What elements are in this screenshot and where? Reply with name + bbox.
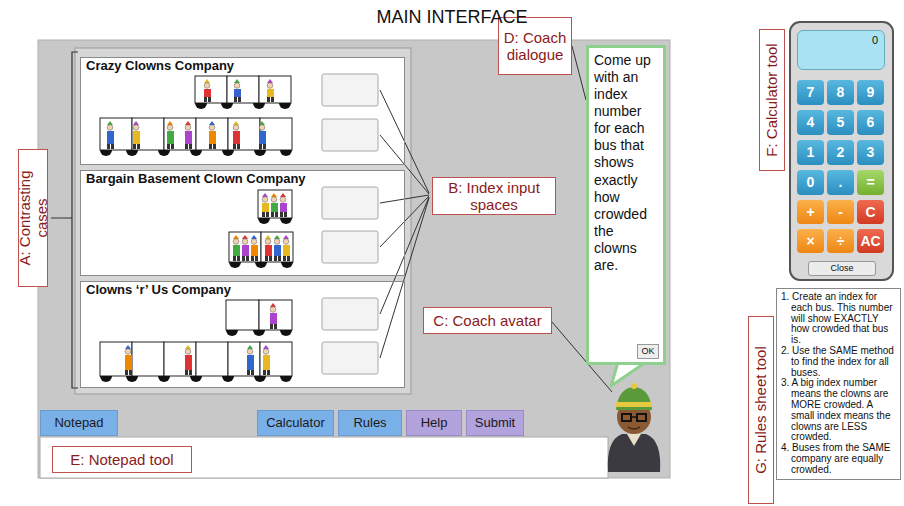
node-text: Submit	[475, 416, 515, 431]
node-text: +	[806, 204, 814, 220]
node-text: 5	[837, 114, 845, 130]
annotation-label: G: Rules sheet tool	[748, 316, 774, 504]
node-text: A: Contrasting cases	[16, 154, 51, 282]
node-text: Rules	[353, 416, 386, 431]
annotation-label: A: Contrasting cases	[18, 149, 48, 287]
node-text: AC	[860, 233, 880, 249]
calculator-key: =	[857, 170, 884, 195]
node-text: 0	[872, 34, 878, 47]
node-text: Close	[830, 263, 853, 273]
calculator-key: 3	[857, 140, 884, 165]
page-title: MAIN INTERFACE	[0, 7, 904, 28]
annotation-label: F: Calculator tool	[759, 29, 785, 171]
node-text: Crazy Clowns Company	[86, 59, 234, 74]
company-ground	[80, 281, 405, 388]
calculator-key: ×	[797, 229, 824, 253]
annotation-label: C: Coach avatar	[423, 307, 552, 334]
annotation-label: E: Notepad tool	[52, 446, 192, 473]
calculator-key: -	[827, 200, 854, 224]
tab-button: Notepad	[40, 410, 118, 436]
node-text: E: Notepad tool	[70, 451, 173, 468]
node-text: 9	[867, 84, 875, 100]
leader-lines	[380, 90, 612, 392]
main-panel	[38, 40, 670, 478]
node-text: Come up with an index number for each bu…	[594, 52, 658, 274]
node-text: C	[865, 204, 875, 220]
calculator-key: 8	[827, 80, 854, 105]
company-box: Clowns ‘r’ Us Company	[80, 281, 405, 388]
node-text: 2	[837, 144, 845, 160]
node-text: 4. Buses from the SAME company are equal…	[781, 443, 896, 475]
cases-panel	[75, 48, 411, 394]
close-button: Close	[808, 261, 876, 276]
index-input-boxes	[322, 74, 378, 374]
company-ground	[80, 170, 405, 276]
company-box: Crazy Clowns Company	[80, 57, 405, 165]
node-text: 0	[807, 174, 815, 190]
node-text: C: Coach avatar	[433, 312, 541, 329]
node-text: 3	[867, 144, 875, 160]
company-ground	[80, 57, 405, 165]
bubble-tail	[611, 362, 646, 386]
annotation-label: B: Index input spaces	[432, 177, 556, 215]
ok-button: OK	[637, 344, 659, 359]
calculator-key: AC	[857, 229, 884, 253]
node-text: 4	[807, 114, 815, 130]
bracket	[51, 52, 78, 388]
calculator-key: 2	[827, 140, 854, 165]
tool-button: Submit	[466, 410, 524, 436]
node-text: Bargain Basement Clown Company	[86, 172, 306, 187]
node-text: F: Calculator tool	[763, 43, 780, 156]
rules-sheet: 1. Create an index for each bus. This nu…	[776, 288, 901, 480]
node-text: OK	[641, 346, 654, 356]
calculator-key: +	[797, 200, 824, 224]
node-text: G: Rules sheet tool	[752, 346, 769, 474]
bus-illustrations	[100, 76, 293, 382]
calculator-display: 0	[797, 30, 885, 70]
node-text: 8	[837, 84, 845, 100]
node-text: 1	[807, 144, 815, 160]
node-text: Notepad	[54, 416, 103, 431]
node-text: Help	[421, 416, 448, 431]
node-text: B: Index input spaces	[437, 179, 551, 214]
node-text: 6	[867, 114, 875, 130]
calculator-key: 4	[797, 110, 824, 135]
tool-button: Calculator	[257, 410, 334, 436]
node-text: D: Coach dialogue	[503, 29, 567, 64]
coach-dialogue: Come up with an index number for each bu…	[586, 45, 666, 365]
node-text: ×	[806, 233, 814, 249]
node-text: =	[866, 174, 874, 190]
node-text: Clowns ‘r’ Us Company	[86, 283, 231, 298]
calculator-body	[790, 22, 893, 280]
node-text: 7	[807, 84, 815, 100]
calculator-key: C	[857, 200, 884, 224]
node-text: 2. Use the SAME method to find the index…	[781, 346, 896, 378]
coach-avatar	[608, 383, 660, 472]
calculator-key: 1	[797, 140, 824, 165]
calculator-key: .	[827, 170, 854, 195]
calculator-key: 6	[857, 110, 884, 135]
calculator-key: 5	[827, 110, 854, 135]
node-text: -	[838, 204, 843, 220]
calculator-key: 0	[797, 170, 824, 195]
node-text: 3. A big index number means the clowns a…	[781, 378, 896, 443]
calculator-key: 7	[797, 80, 824, 105]
notepad-area	[40, 437, 608, 478]
node-text: ÷	[837, 233, 845, 249]
node-text: 1. Create an index for each bus. This nu…	[781, 292, 896, 346]
calculator-key: ÷	[827, 229, 854, 253]
node-text: .	[839, 174, 843, 190]
node-text: Calculator	[266, 416, 325, 431]
tool-button: Rules	[338, 410, 402, 436]
tool-button: Help	[406, 410, 462, 436]
leader-line	[572, 46, 586, 100]
calculator-key: 9	[857, 80, 884, 105]
company-box: Bargain Basement Clown Company	[80, 170, 405, 276]
